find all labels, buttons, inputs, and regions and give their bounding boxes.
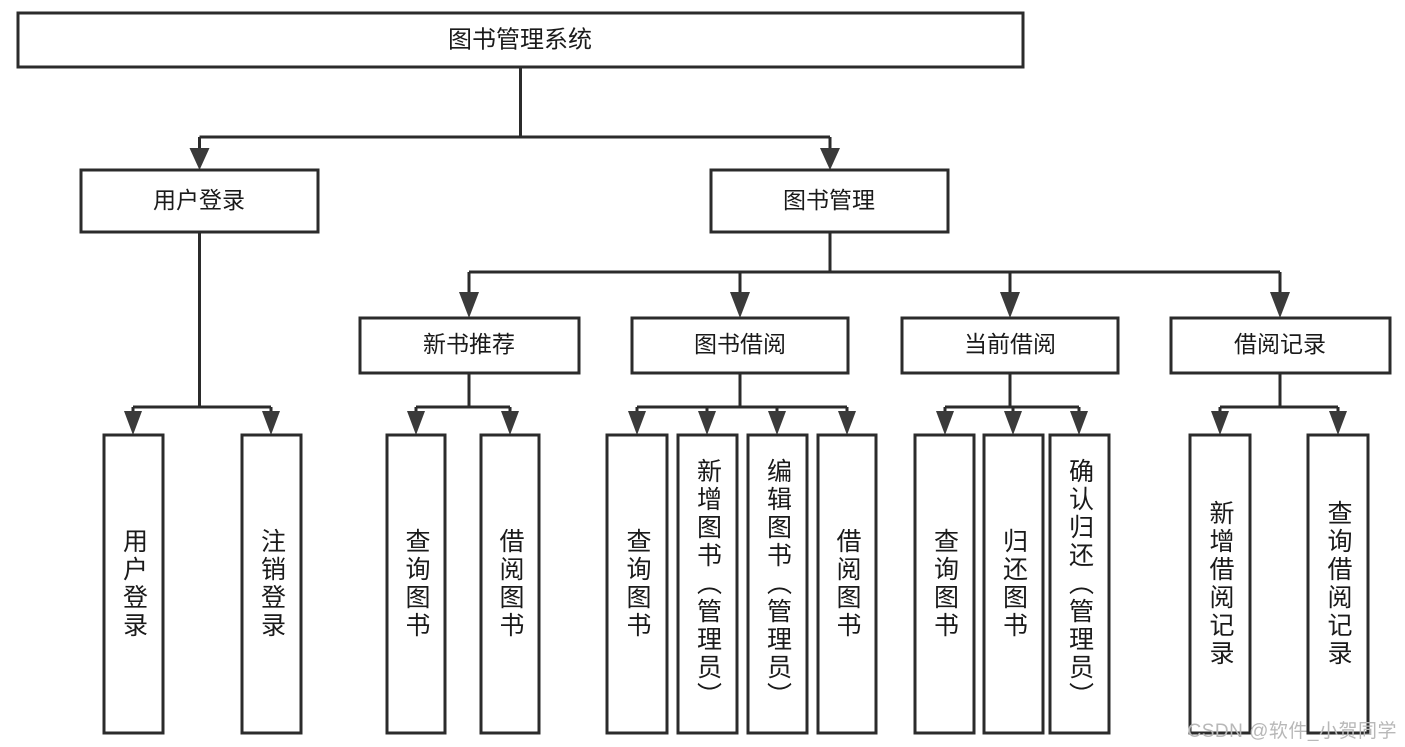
node-label-book-borrow: 图书借阅 bbox=[694, 331, 786, 357]
node-label-new-book-recommend: 新书推荐 bbox=[423, 331, 515, 357]
leaf-box-cb-confirm-return[interactable] bbox=[1048, 433, 1111, 735]
arrowhead-leaf-cb-query bbox=[936, 411, 954, 435]
node-label-root: 图书管理系统 bbox=[448, 26, 592, 53]
arrowhead-leaf-cb-return bbox=[1004, 411, 1022, 435]
arrowhead-leaf-user-login bbox=[124, 411, 142, 435]
leaf-box-nb-borrow-book[interactable] bbox=[479, 433, 541, 735]
leaf-box-bb-query-book[interactable] bbox=[605, 433, 669, 735]
node-label-user-login: 用户登录 bbox=[153, 187, 245, 213]
leaf-box-bb-borrow-book[interactable] bbox=[816, 433, 878, 735]
arrowhead-new-book bbox=[459, 292, 479, 318]
connector-group-user-login-leaves bbox=[124, 232, 280, 435]
node-label-book-manage: 图书管理 bbox=[783, 187, 875, 213]
node-box-current-borrow[interactable] bbox=[900, 316, 1120, 375]
connector-group-borrow-record-leaves bbox=[1211, 373, 1347, 435]
arrowhead-leaf-cb-confirm bbox=[1070, 411, 1088, 435]
leaf-box-cb-return-book[interactable] bbox=[982, 433, 1045, 735]
node-box-new-book-recommend[interactable] bbox=[358, 316, 581, 375]
connector-group-book-borrow-leaves bbox=[628, 373, 856, 435]
leaf-box-cb-query-book[interactable] bbox=[913, 433, 976, 735]
arrowhead-leaf-bb-add bbox=[698, 411, 716, 435]
leaf-box-logout[interactable] bbox=[240, 433, 303, 735]
arrowhead-leaf-nb-borrow bbox=[501, 411, 519, 435]
arrowhead-current-borrow bbox=[1000, 292, 1020, 318]
arrowhead-leaf-nb-query bbox=[407, 411, 425, 435]
csdn-watermark: CSDN @软件_小贺同学 bbox=[1187, 721, 1397, 742]
leaf-box-user-login[interactable] bbox=[102, 433, 165, 735]
leaf-box-bb-edit-book[interactable] bbox=[746, 433, 809, 735]
leaf-box-br-query-record[interactable] bbox=[1306, 433, 1370, 735]
arrowhead-leaf-bb-borrow bbox=[838, 411, 856, 435]
arrowhead-book-borrow bbox=[730, 292, 750, 318]
connector-group-current-borrow-leaves bbox=[936, 373, 1088, 435]
node-box-book-borrow[interactable] bbox=[630, 316, 850, 375]
node-label-borrow-record: 借阅记录 bbox=[1234, 331, 1326, 357]
arrowhead-leaf-bb-edit bbox=[768, 411, 786, 435]
connector-group-book-manage-to-level3 bbox=[459, 232, 1290, 318]
arrowhead-borrow-record bbox=[1270, 292, 1290, 318]
node-box-borrow-record[interactable] bbox=[1169, 316, 1392, 375]
arrowhead-leaf-bb-query bbox=[628, 411, 646, 435]
leaf-box-nb-query-book[interactable] bbox=[385, 433, 447, 735]
arrowhead-leaf-br-query bbox=[1329, 411, 1347, 435]
leaf-box-bb-add-book[interactable] bbox=[676, 433, 739, 735]
arrowhead-leaf-br-add bbox=[1211, 411, 1229, 435]
node-label-current-borrow: 当前借阅 bbox=[964, 331, 1056, 357]
arrowhead-book-manage bbox=[820, 148, 840, 170]
node-box-root[interactable] bbox=[16, 11, 1025, 69]
leaf-box-br-add-record[interactable] bbox=[1188, 433, 1252, 735]
node-box-user-login[interactable] bbox=[79, 168, 320, 234]
connector-group-new-book-leaves bbox=[407, 373, 519, 435]
connector-group-root-to-level2 bbox=[189, 67, 840, 170]
node-box-book-manage[interactable] bbox=[709, 168, 950, 234]
arrowhead-user-login bbox=[189, 148, 210, 170]
arrowhead-leaf-logout bbox=[262, 411, 280, 435]
